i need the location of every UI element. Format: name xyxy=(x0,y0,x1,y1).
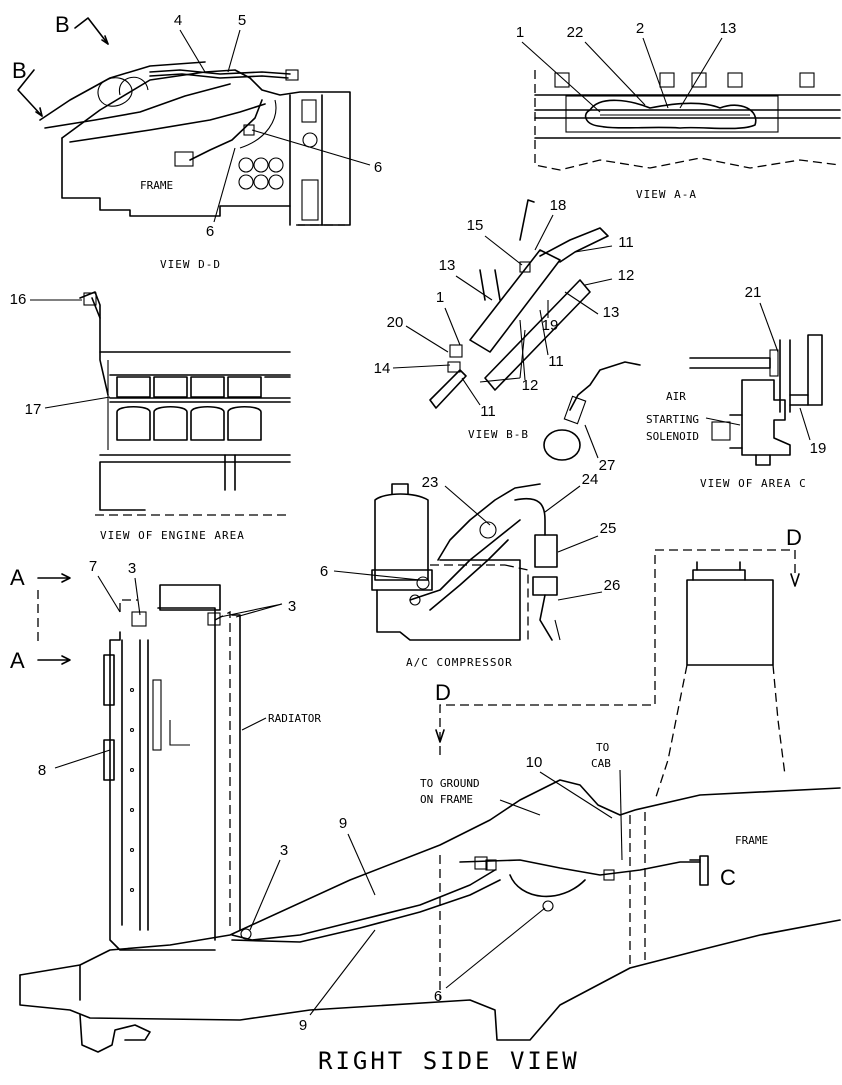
radiator-label: RADIATOR xyxy=(268,712,321,725)
callout-24: 24 xyxy=(582,471,599,488)
section-a-arrow-bottom xyxy=(37,655,71,665)
ac-compressor-caption: A/C COMPRESSOR xyxy=(406,656,513,669)
callout-13-bb-left: 13 xyxy=(439,257,456,274)
callout-6-bottom: 6 xyxy=(434,988,442,1005)
section-marker-a-top: A xyxy=(10,565,25,590)
view-bb-caption: VIEW B-B xyxy=(468,428,529,441)
right-side-view-title: RIGHT SIDE VIEW xyxy=(318,1047,580,1075)
ac-compressor-drawing xyxy=(371,483,561,641)
callout-18: 18 xyxy=(550,197,567,214)
callout-21: 21 xyxy=(745,284,762,301)
callout-6-dd-right: 6 xyxy=(374,159,382,176)
to-ground-label-1: TO GROUND xyxy=(420,777,480,790)
callout-27: 27 xyxy=(599,457,616,474)
area-c-marker: C xyxy=(720,865,736,890)
view-engine-drawing xyxy=(79,291,291,516)
callout-20: 20 xyxy=(387,314,404,331)
right-side-view-drawing xyxy=(19,549,841,1053)
callout-11-bb-mid: 11 xyxy=(548,353,564,370)
callout-16: 16 xyxy=(10,291,27,308)
callout-3-right: 3 xyxy=(288,598,296,615)
callout-19-bb: 19 xyxy=(542,317,559,334)
callout-26: 26 xyxy=(604,577,621,594)
section-marker-a-bottom: A xyxy=(10,648,25,673)
air-starting-label-1: AIR xyxy=(666,390,686,403)
frame-label-right: FRAME xyxy=(735,834,768,847)
callout-14: 14 xyxy=(374,360,391,377)
to-ground-label-2: ON FRAME xyxy=(420,793,473,806)
callout-3-bottom: 3 xyxy=(280,842,288,859)
callout-6-ac: 6 xyxy=(320,563,328,580)
callout-23: 23 xyxy=(422,474,439,491)
air-starting-label-2: STARTING xyxy=(646,413,699,426)
view-area-c-caption: VIEW OF AREA C xyxy=(700,477,807,490)
callout-19-c: 19 xyxy=(810,440,827,457)
section-marker-d-left: D xyxy=(435,680,451,705)
section-marker-b-top: B xyxy=(55,12,70,37)
to-cab-label-2: CAB xyxy=(591,757,611,770)
callout-25: 25 xyxy=(600,520,617,537)
section-b-arrow-top xyxy=(74,17,109,45)
callout-6-dd-bottom: 6 xyxy=(206,223,214,240)
callout-17: 17 xyxy=(25,401,42,418)
section-b-arrow-left xyxy=(17,69,43,117)
view-dd-drawing xyxy=(39,61,351,226)
callout-8: 8 xyxy=(38,762,46,779)
callout-1-aa: 1 xyxy=(516,24,524,41)
callout-1-bb: 1 xyxy=(436,289,444,306)
view-area-c-drawing xyxy=(689,334,823,466)
callout-12-bb-top: 12 xyxy=(618,267,635,284)
view-dd-caption: VIEW D-D xyxy=(160,258,221,271)
callout-9-top: 9 xyxy=(339,815,347,832)
callout-11-bb-top: 11 xyxy=(618,234,634,251)
section-marker-d-right: D xyxy=(786,525,802,550)
callout-4: 4 xyxy=(174,12,182,29)
frame-label-dd: FRAME xyxy=(140,179,173,192)
callout-13-aa: 13 xyxy=(720,20,737,37)
callout-9-bottom: 9 xyxy=(299,1017,307,1034)
to-cab-label-1: TO xyxy=(596,741,609,754)
callout-2: 2 xyxy=(636,20,644,37)
view-engine-caption: VIEW OF ENGINE AREA xyxy=(100,529,245,542)
section-marker-b-left: B xyxy=(12,58,27,83)
callout-13-bb-right: 13 xyxy=(603,304,620,321)
view-bb-drawing xyxy=(429,199,641,461)
callout-22: 22 xyxy=(567,24,584,41)
view-aa-drawing xyxy=(534,70,841,171)
air-starting-label-3: SOLENOID xyxy=(646,430,699,443)
callout-5: 5 xyxy=(238,12,246,29)
callout-10: 10 xyxy=(526,754,543,771)
callout-15: 15 xyxy=(467,217,484,234)
callout-3-top: 3 xyxy=(128,560,136,577)
callout-7: 7 xyxy=(89,558,97,575)
section-a-arrow-top xyxy=(37,573,71,583)
callout-12-bb-bottom: 12 xyxy=(522,377,539,394)
view-aa-caption: VIEW A-A xyxy=(636,188,697,201)
callout-11-bb-bottom: 11 xyxy=(480,403,496,420)
